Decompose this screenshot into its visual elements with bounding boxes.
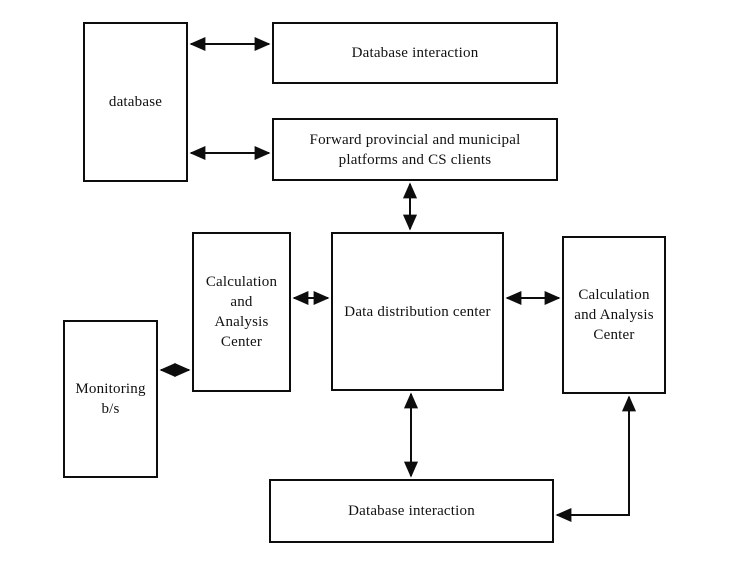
node-calculation-analysis-center-left-label: Calculation and Analysis Center [205,274,278,350]
node-database-label: database [108,94,163,110]
node-database-interaction-bottom: Database interaction [269,479,554,543]
node-monitoring-bs: Monitoring b/s [63,320,158,478]
node-data-distribution-center: Data distribution center [331,232,504,391]
node-database: database [83,22,188,182]
node-forward-platforms: Forward provincial and municipal platfor… [272,118,558,181]
node-database-interaction-bottom-label: Database interaction [348,503,475,519]
node-database-interaction-top-label: Database interaction [351,45,479,61]
node-calculation-analysis-center-right: Calculation and Analysis Center [562,236,666,394]
node-calculation-analysis-center-left: Calculation and Analysis Center [192,232,291,392]
edge-db-interaction-bottom-calc-right-elbow [555,395,637,523]
node-calculation-analysis-center-right-label: Calculation and Analysis Center [574,287,654,343]
node-monitoring-bs-label: Monitoring b/s [75,381,146,417]
node-forward-platforms-label: Forward provincial and municipal platfor… [309,131,521,168]
node-database-interaction-top: Database interaction [272,22,558,84]
node-data-distribution-center-label: Data distribution center [344,303,491,320]
